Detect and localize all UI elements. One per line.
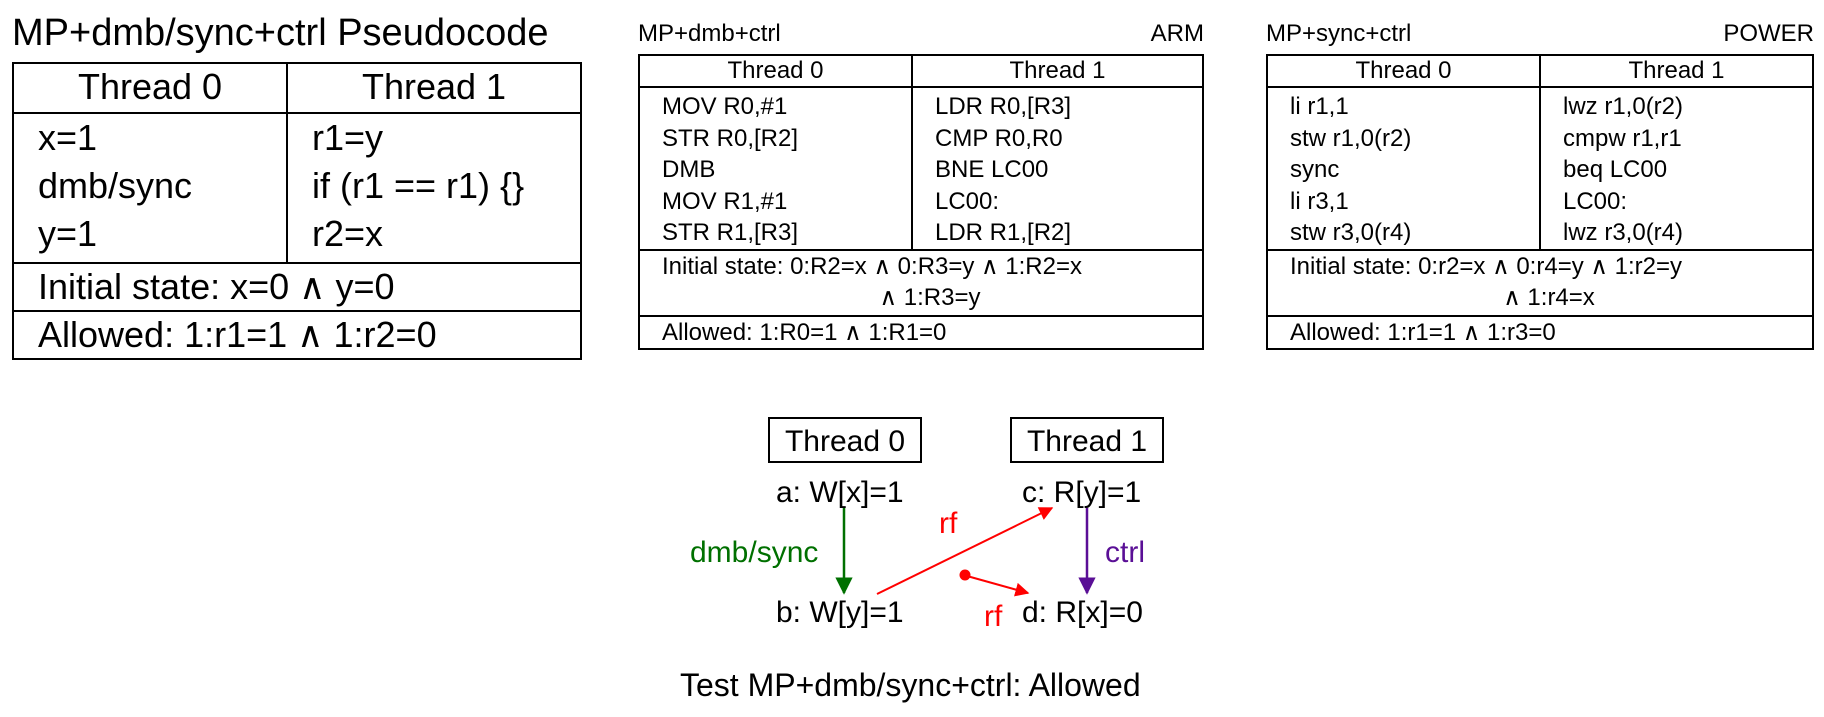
pseudocode-thread1-code: r1=y if (r1 == r1) {} r2=x — [286, 112, 582, 264]
event-b: b: W[y]=1 — [776, 596, 904, 629]
edge-label-dmb-sync: dmb/sync — [690, 536, 819, 569]
code-line: STR R0,[R2] — [662, 124, 799, 152]
power-title: MP+sync+ctrl — [1266, 20, 1412, 47]
arm-initial-state-line1: Initial state: 0:R2=x ∧ 0:R3=y ∧ 1:R2=x — [662, 252, 1082, 280]
power-arch-label: POWER — [1723, 20, 1814, 47]
power-thread0-code: li r1,1 stw r1,0(r2) sync li r3,1 stw r3… — [1266, 86, 1541, 251]
code-line: r1=y — [312, 117, 384, 158]
arm-title: MP+dmb+ctrl — [638, 20, 781, 47]
initial-write-dot — [959, 569, 971, 581]
power-initial-state-line2: ∧ 1:r4=x — [1503, 283, 1595, 311]
edge-label-rf-init-d: rf — [984, 600, 1003, 633]
power-allowed: Allowed: 1:r1=1 ∧ 1:r3=0 — [1266, 314, 1814, 350]
arm-initial-state: Initial state: 0:R2=x ∧ 0:R3=y ∧ 1:R2=x … — [638, 248, 1204, 317]
code-line: stw r3,0(r4) — [1290, 219, 1412, 246]
event-c: c: R[y]=1 — [1022, 476, 1142, 509]
code-line: MOV R1,#1 — [662, 187, 788, 215]
code-line: stw r1,0(r2) — [1290, 124, 1412, 152]
pseudocode-initial-state: Initial state: x=0 ∧ y=0 — [12, 262, 582, 312]
arm-thread1-code: LDR R0,[R3] CMP R0,R0 BNE LC00 LC00: LDR… — [911, 86, 1204, 251]
arm-arch-label: ARM — [1150, 20, 1204, 47]
pseudocode-thread0-code: x=1 dmb/sync y=1 — [12, 112, 288, 264]
pseudocode-table: Thread 0 Thread 1 x=1 dmb/sync y=1 r1=y … — [12, 62, 582, 360]
code-line: y=1 — [38, 213, 98, 254]
pseudocode-allowed: Allowed: 1:r1=1 ∧ 1:r2=0 — [12, 310, 582, 360]
diagram-thread1-box: Thread 1 — [1010, 417, 1164, 463]
event-a: a: W[x]=1 — [776, 476, 904, 509]
power-thread1-header: Thread 1 — [1539, 54, 1814, 88]
code-line: lwz r1,0(r2) — [1563, 93, 1684, 120]
code-line: beq LC00 — [1563, 156, 1668, 183]
power-initial-state: Initial state: 0:r2=x ∧ 0:r4=y ∧ 1:r2=y … — [1266, 248, 1814, 317]
code-line: LDR R0,[R3] — [935, 93, 1072, 120]
arm-thread1-header: Thread 1 — [911, 54, 1204, 88]
pseudocode-title: MP+dmb/sync+ctrl Pseudocode — [12, 12, 549, 54]
edge-label-rf-b-c: rf — [939, 507, 958, 540]
code-line: DMB — [662, 156, 716, 183]
diagram-thread0-box: Thread 0 — [768, 417, 922, 463]
event-d: d: R[x]=0 — [1022, 596, 1143, 629]
power-initial-state-line1: Initial state: 0:r2=x ∧ 0:r4=y ∧ 1:r2=y — [1290, 252, 1682, 280]
code-line: cmpw r1,r1 — [1563, 124, 1682, 152]
arm-initial-state-line2: ∧ 1:R3=y — [879, 283, 981, 311]
power-thread1-code: lwz r1,0(r2) cmpw r1,r1 beq LC00 LC00: l… — [1539, 86, 1814, 251]
arm-table: Thread 0 Thread 1 MOV R0,#1 STR R0,[R2] … — [638, 54, 1204, 350]
arm-thread0-code: MOV R0,#1 STR R0,[R2] DMB MOV R1,#1 STR … — [638, 86, 913, 251]
code-line: LC00: — [1563, 187, 1628, 215]
code-line: r2=x — [312, 213, 384, 254]
edge-rf-init-d-arrow — [966, 575, 1030, 597]
code-line: lwz r3,0(r4) — [1563, 219, 1684, 246]
pseudocode-thread1-header: Thread 1 — [286, 62, 582, 114]
code-line: MOV R0,#1 — [662, 93, 788, 120]
pseudocode-thread0-header: Thread 0 — [12, 62, 288, 114]
code-line: CMP R0,R0 — [935, 124, 1063, 152]
power-thread0-header: Thread 0 — [1266, 54, 1541, 88]
test-caption: Test MP+dmb/sync+ctrl: Allowed — [680, 667, 1141, 703]
code-line: li r1,1 — [1290, 93, 1349, 120]
edge-label-ctrl: ctrl — [1105, 536, 1145, 569]
code-line: LC00: — [935, 187, 1000, 215]
code-line: STR R1,[R3] — [662, 219, 799, 246]
code-line: BNE LC00 — [935, 156, 1049, 183]
code-line: sync — [1290, 156, 1340, 183]
arm-thread0-header: Thread 0 — [638, 54, 913, 88]
power-table: Thread 0 Thread 1 li r1,1 stw r1,0(r2) s… — [1266, 54, 1814, 350]
code-line: dmb/sync — [38, 165, 193, 206]
code-line: if (r1 == r1) {} — [312, 165, 525, 206]
arm-allowed: Allowed: 1:R0=1 ∧ 1:R1=0 — [638, 314, 1204, 350]
edge-rf-b-c-arrow — [876, 507, 1054, 595]
code-line: li r3,1 — [1290, 187, 1349, 215]
code-line: LDR R1,[R2] — [935, 219, 1072, 246]
code-line: x=1 — [38, 117, 98, 158]
